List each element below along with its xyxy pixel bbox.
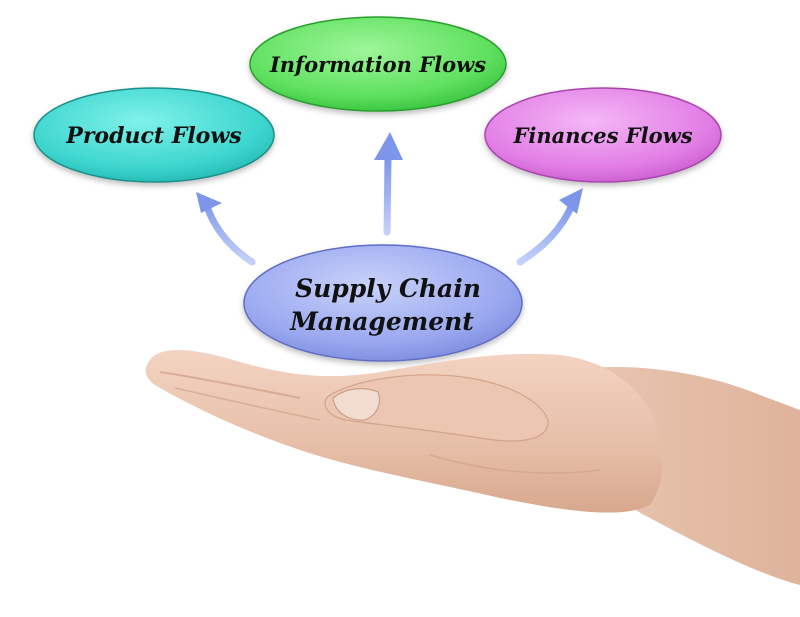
center-node-line1: Supply Chain: [295, 274, 481, 303]
center-node-line2: Management: [289, 307, 474, 336]
node-supply-chain-management: Supply Chain Management: [243, 244, 523, 362]
node-product-flows-label: Product Flows: [65, 123, 241, 149]
node-product-flows: Product Flows: [33, 87, 275, 183]
node-information-flows: Information Flows: [249, 16, 507, 112]
thumbnail-shape: [332, 388, 381, 421]
thumb-shape: [324, 374, 549, 442]
node-information-flows-label: Information Flows: [269, 52, 486, 77]
arrow-to-finances: [516, 188, 583, 266]
node-finances-flows-shape: [484, 87, 722, 183]
node-information-flows-shape: [249, 16, 507, 112]
center-node-shape: [243, 244, 523, 362]
hand-illustration: [145, 350, 800, 585]
arrow-to-information: [374, 132, 403, 236]
arrow-to-product: [196, 192, 256, 266]
node-product-flows-shape: [33, 87, 275, 183]
palm-shape: [145, 350, 663, 513]
node-finances-flows: Finances Flows: [484, 87, 722, 183]
node-finances-flows-label: Finances Flows: [512, 123, 692, 148]
